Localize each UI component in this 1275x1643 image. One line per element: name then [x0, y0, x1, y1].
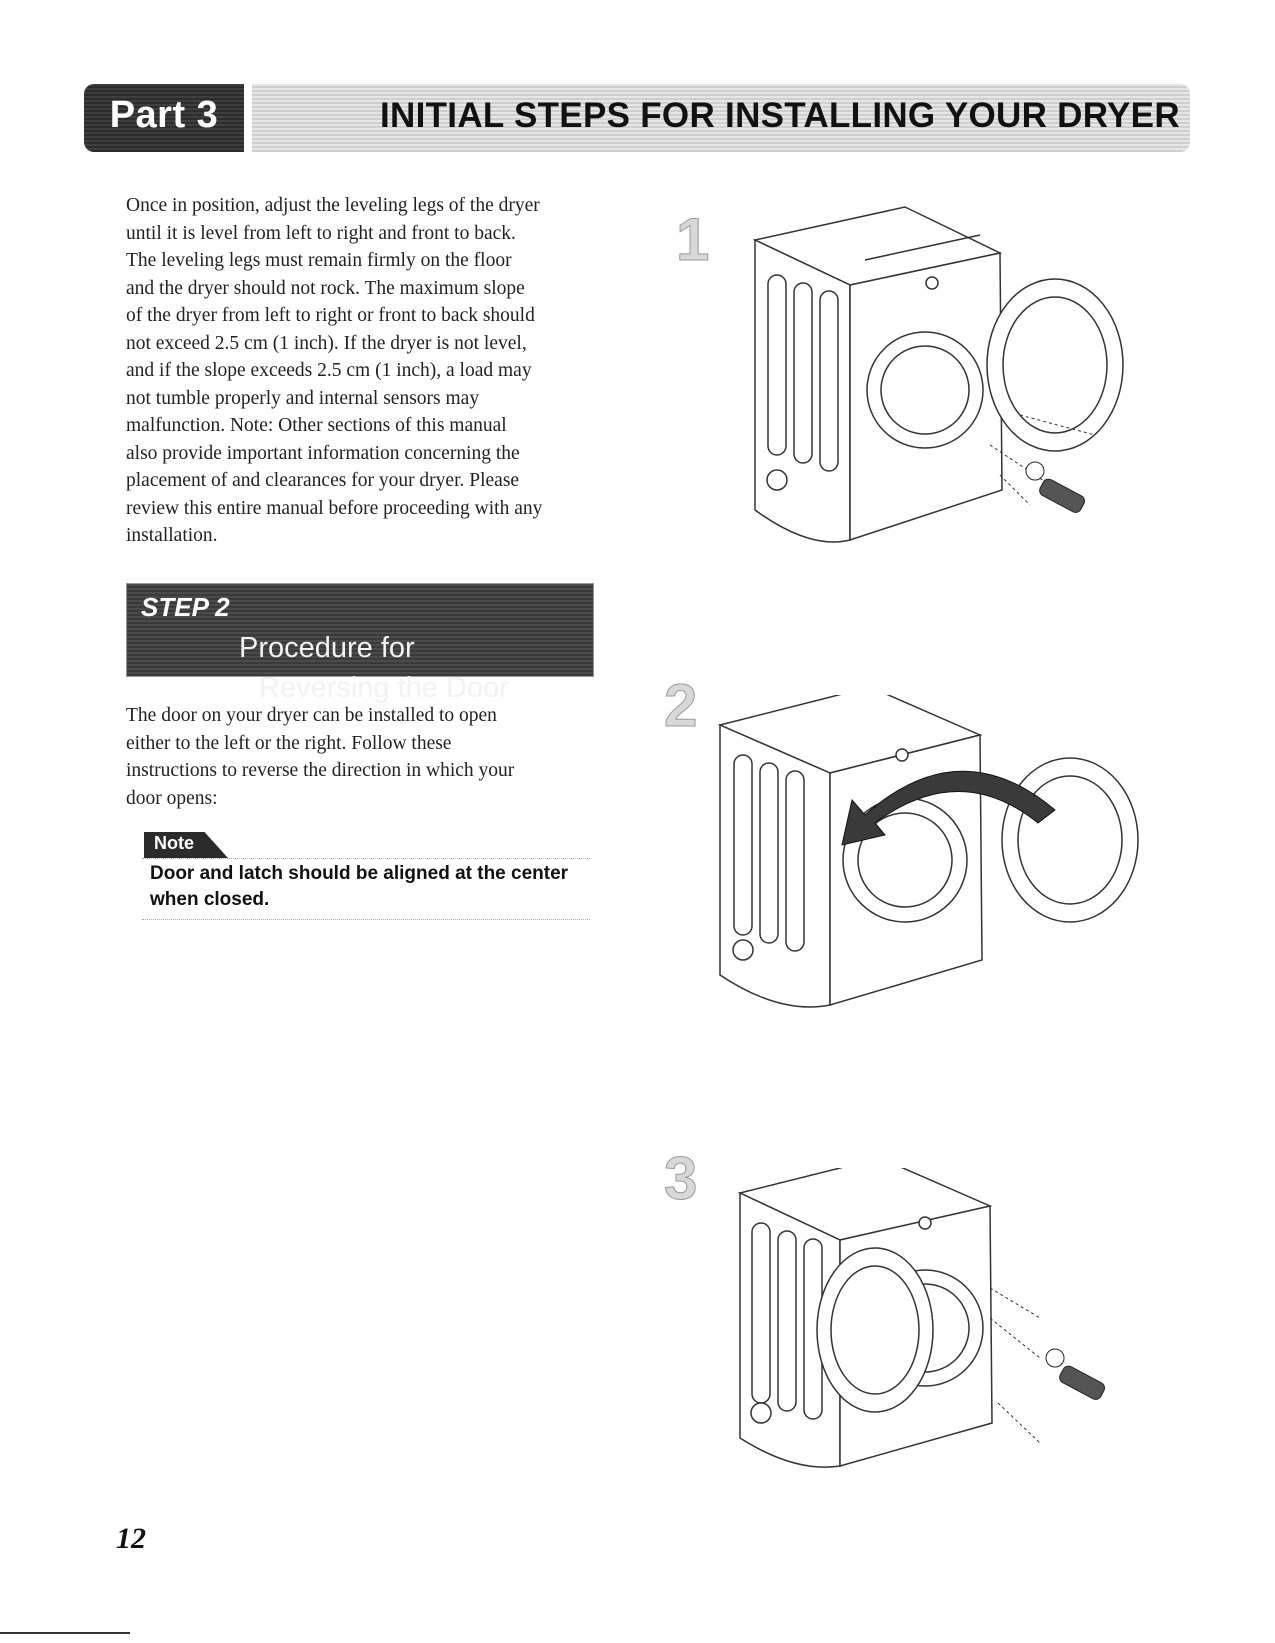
step-title-line2: Reversing the Door: [259, 672, 509, 704]
figure-2-number: 2: [663, 672, 698, 740]
dryer-illustration-1: [752, 206, 1124, 543]
curved-arrow-icon: [841, 770, 1056, 846]
dryer-illustration-3: [737, 1157, 1106, 1468]
figure-2: 2: [663, 672, 1170, 1040]
figure-1: 1: [675, 205, 1160, 560]
page-title: INITIAL STEPS FOR INSTALLING YOUR DRYER: [380, 96, 1180, 135]
figure-3: 3: [663, 1145, 1170, 1508]
step-label: STEP 2: [141, 592, 230, 622]
section-header: Part 3 INITIAL STEPS FOR INSTALLING YOUR…: [84, 84, 1190, 152]
step-title-line1: Procedure for: [239, 632, 415, 664]
title-band: INITIAL STEPS FOR INSTALLING YOUR DRYER: [252, 84, 1190, 152]
figure-3-number: 3: [663, 1145, 698, 1213]
dryer-illustration-2: [717, 686, 1139, 1008]
step-title: Procedure for Reversing the Door: [239, 588, 579, 748]
part-tab: Part 3: [84, 84, 244, 152]
figure-1-number: 1: [675, 206, 710, 274]
door-paragraph: The door on your dryer can be installed …: [126, 705, 515, 809]
note-box: Door and latch should be aligned at the …: [142, 858, 590, 920]
page-number: 12: [116, 1522, 146, 1555]
step-heading-box: STEP 2 Procedure for Reversing the Door: [126, 583, 594, 704]
part-label: Part 3: [109, 94, 219, 136]
footer-rule: [0, 1632, 130, 1634]
note-tag: Note: [144, 832, 228, 858]
intro-paragraph: Once in position, adjust the leveling le…: [126, 195, 543, 546]
note-text: Door and latch should be aligned at the …: [150, 863, 569, 910]
note-tag-label: Note: [154, 833, 194, 853]
